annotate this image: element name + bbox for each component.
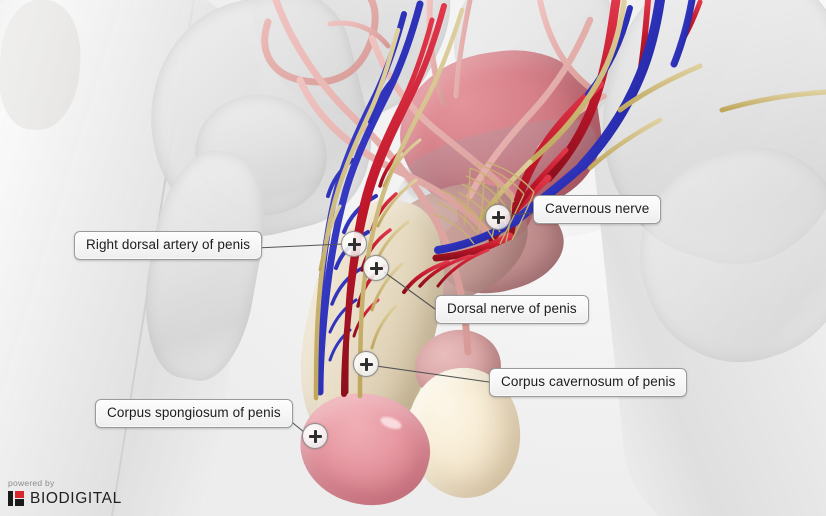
callout-label-corpus-cavernosum-of-penis[interactable]: Corpus cavernosum of penis [489, 368, 688, 397]
biodigital-logo-icon [8, 491, 24, 507]
callout-label-cavernous-nerve[interactable]: Cavernous nerve [533, 195, 662, 224]
powered-by-text: powered by [8, 478, 55, 488]
plus-marker-cavernous-nerve[interactable] [485, 204, 511, 230]
biodigital-brand-text: BIODIGITAL [30, 490, 122, 507]
plus-marker-corpus-spongiosum-of-penis[interactable] [302, 423, 328, 449]
callout-label-dorsal-nerve-of-penis[interactable]: Dorsal nerve of penis [435, 295, 589, 324]
callout-label-right-dorsal-artery-of-penis[interactable]: Right dorsal artery of penis [74, 231, 263, 260]
plus-marker-dorsal-nerve-of-penis[interactable] [363, 255, 389, 281]
biodigital-watermark: powered by BIODIGITAL [8, 478, 122, 508]
callout-label-corpus-spongiosum-of-penis[interactable]: Corpus spongiosum of penis [95, 399, 293, 428]
plus-marker-right-dorsal-artery-of-penis[interactable] [341, 231, 367, 257]
plus-marker-corpus-cavernosum-of-penis[interactable] [353, 351, 379, 377]
